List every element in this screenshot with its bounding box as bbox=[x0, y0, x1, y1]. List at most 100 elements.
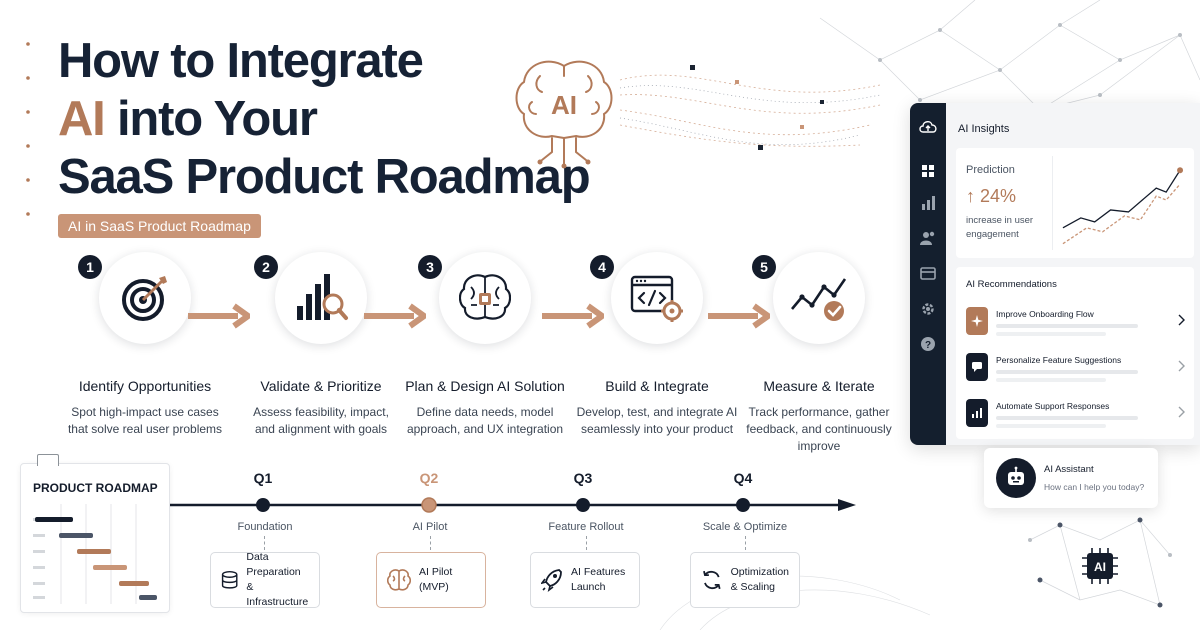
brain-label: AI bbox=[551, 90, 577, 120]
placeholder-bar bbox=[996, 378, 1106, 382]
placeholder-bar bbox=[996, 416, 1138, 420]
roadmap-card-title: PRODUCT ROADMAP bbox=[33, 481, 158, 495]
recommendation-item[interactable]: Improve Onboarding Flow bbox=[966, 307, 1188, 339]
product-roadmap-card: PRODUCT ROADMAP bbox=[20, 454, 170, 613]
target-icon bbox=[122, 276, 167, 321]
prediction-description: increase in user engagement bbox=[966, 215, 1034, 240]
step-title: Validate & Prioritize bbox=[260, 378, 382, 394]
sparkle-icon bbox=[966, 307, 988, 335]
placeholder-bar bbox=[996, 370, 1138, 374]
recommendation-label: Personalize Feature Suggestions bbox=[996, 355, 1122, 365]
ai-assistant-widget[interactable]: AI Assistant How can I help you today? bbox=[984, 448, 1158, 508]
step-icon-circle bbox=[611, 252, 703, 344]
arrow-right-icon bbox=[708, 303, 770, 329]
title-line-2: AI into Your bbox=[58, 90, 589, 148]
ai-insights-dashboard: ? AI Insights Prediction ↑ 24% increase … bbox=[910, 103, 1200, 445]
step-4: 4 Build & Integrate Develop, test, and i… bbox=[572, 252, 742, 438]
step-description: Spot high-impact use cases that solve re… bbox=[67, 405, 223, 436]
title-line-1: How to Integrate bbox=[58, 34, 424, 88]
folder-tab-icon bbox=[37, 454, 59, 466]
code-gear-icon bbox=[630, 275, 683, 322]
step-number: 3 bbox=[418, 255, 442, 279]
quarter-milestone-card: Optimization & Scaling bbox=[690, 552, 800, 608]
quarter-label: Q1 bbox=[253, 470, 273, 486]
assistant-title: AI Assistant bbox=[1044, 464, 1094, 475]
title-accent: AI bbox=[58, 92, 106, 146]
ai-chip-icon: AI bbox=[1082, 548, 1118, 584]
trend-line-chart bbox=[1052, 156, 1184, 250]
database-icon bbox=[221, 571, 238, 589]
topic-tag: AI in SaaS Product Roadmap bbox=[58, 214, 261, 238]
placeholder-bar bbox=[996, 324, 1138, 328]
prediction-value: ↑ 24% bbox=[966, 186, 1017, 206]
dashed-connector bbox=[430, 536, 431, 550]
chevron-right-icon[interactable] bbox=[1176, 405, 1186, 419]
milestone-text: Optimization & Scaling bbox=[730, 566, 789, 593]
recommendations-title: AI Recommendations bbox=[966, 279, 1057, 290]
step-title: Plan & Design AI Solution bbox=[405, 378, 565, 394]
recommendations-card: AI Recommendations Improve Onboarding Fl… bbox=[956, 267, 1194, 439]
quarter-milestone-card: AI Features Launch bbox=[530, 552, 640, 608]
step-number: 4 bbox=[590, 255, 614, 279]
bar-chart-magnifier-icon bbox=[297, 274, 348, 320]
dashed-connector bbox=[586, 536, 587, 550]
page-title: How to Integrate AI into Your SaaS Produ… bbox=[58, 32, 591, 206]
recommendation-label: Automate Support Responses bbox=[996, 401, 1110, 411]
dashboard-title: AI Insights bbox=[958, 123, 1010, 135]
svg-text:?: ? bbox=[925, 340, 931, 351]
quarter-label: Q3 bbox=[573, 470, 593, 486]
wallet-icon[interactable] bbox=[918, 263, 938, 283]
cloud-upload-icon[interactable] bbox=[918, 117, 938, 137]
dashed-connector bbox=[745, 536, 746, 550]
quarter-label: Q2 bbox=[419, 470, 439, 486]
step-5: 5 Measure & Iterate Track performance, g… bbox=[734, 252, 904, 455]
milestone-text: AI Features Launch bbox=[571, 566, 626, 593]
placeholder-bar bbox=[996, 332, 1106, 336]
step-description: Track performance, gather feedback, and … bbox=[746, 405, 892, 453]
prediction-label: Prediction bbox=[966, 164, 1015, 176]
assistant-subtitle: How can I help you today? bbox=[1044, 482, 1145, 492]
step-number: 2 bbox=[254, 255, 278, 279]
decorative-dots bbox=[26, 42, 30, 216]
chevron-right-icon[interactable] bbox=[1176, 359, 1186, 373]
recommendation-item[interactable]: Automate Support Responses bbox=[966, 399, 1188, 431]
users-icon[interactable] bbox=[918, 228, 938, 248]
brain-icon bbox=[387, 569, 411, 591]
quarter-phase: Foundation bbox=[237, 521, 293, 533]
step-title: Build & Integrate bbox=[605, 378, 709, 394]
recommendation-item[interactable]: Personalize Feature Suggestions bbox=[966, 353, 1188, 385]
placeholder-bar bbox=[996, 424, 1106, 428]
roadmap-timeline bbox=[170, 497, 856, 513]
quarter-label: Q4 bbox=[733, 470, 753, 486]
dashboard-sidebar: ? bbox=[910, 103, 946, 445]
refresh-icon bbox=[703, 570, 721, 590]
quarter-phase: Feature Rollout bbox=[548, 521, 624, 533]
chip-label: AI bbox=[1094, 560, 1106, 574]
title-line-3: SaaS Product Roadmap bbox=[58, 150, 591, 204]
milestone-text: Data Preparation & Infrastructure bbox=[246, 551, 309, 608]
gear-icon[interactable] bbox=[918, 299, 938, 319]
step-icon-circle bbox=[275, 252, 367, 344]
brain-chip-icon bbox=[459, 274, 511, 320]
step-description: Assess feasibility, impact, and alignmen… bbox=[253, 405, 389, 436]
step-icon-circle bbox=[773, 252, 865, 344]
ai-brain-icon: AI bbox=[515, 60, 613, 169]
quarter-phase: AI Pilot bbox=[412, 521, 448, 533]
rocket-icon bbox=[541, 569, 562, 592]
help-icon[interactable]: ? bbox=[918, 334, 938, 354]
prediction-card: Prediction ↑ 24% increase in user engage… bbox=[956, 148, 1194, 258]
step-2: 2 Validate & Prioritize Assess feasibili… bbox=[236, 252, 406, 438]
arrow-right-icon bbox=[542, 303, 604, 329]
chevron-right-icon[interactable] bbox=[1176, 313, 1186, 327]
grid-icon[interactable] bbox=[918, 161, 938, 181]
gantt-chart-icon bbox=[33, 504, 157, 604]
quarter-milestone-card: AI Pilot (MVP) bbox=[376, 552, 486, 608]
dashed-connector bbox=[264, 536, 265, 550]
title-line-2-rest: into Your bbox=[104, 92, 318, 146]
arrow-right-icon bbox=[188, 303, 250, 329]
step-description: Develop, test, and integrate AI seamless… bbox=[576, 405, 738, 436]
robot-icon bbox=[996, 458, 1036, 498]
bar-chart-icon[interactable] bbox=[918, 193, 938, 213]
trend-check-icon bbox=[791, 278, 847, 321]
step-description: Define data needs, model approach, and U… bbox=[406, 405, 564, 436]
